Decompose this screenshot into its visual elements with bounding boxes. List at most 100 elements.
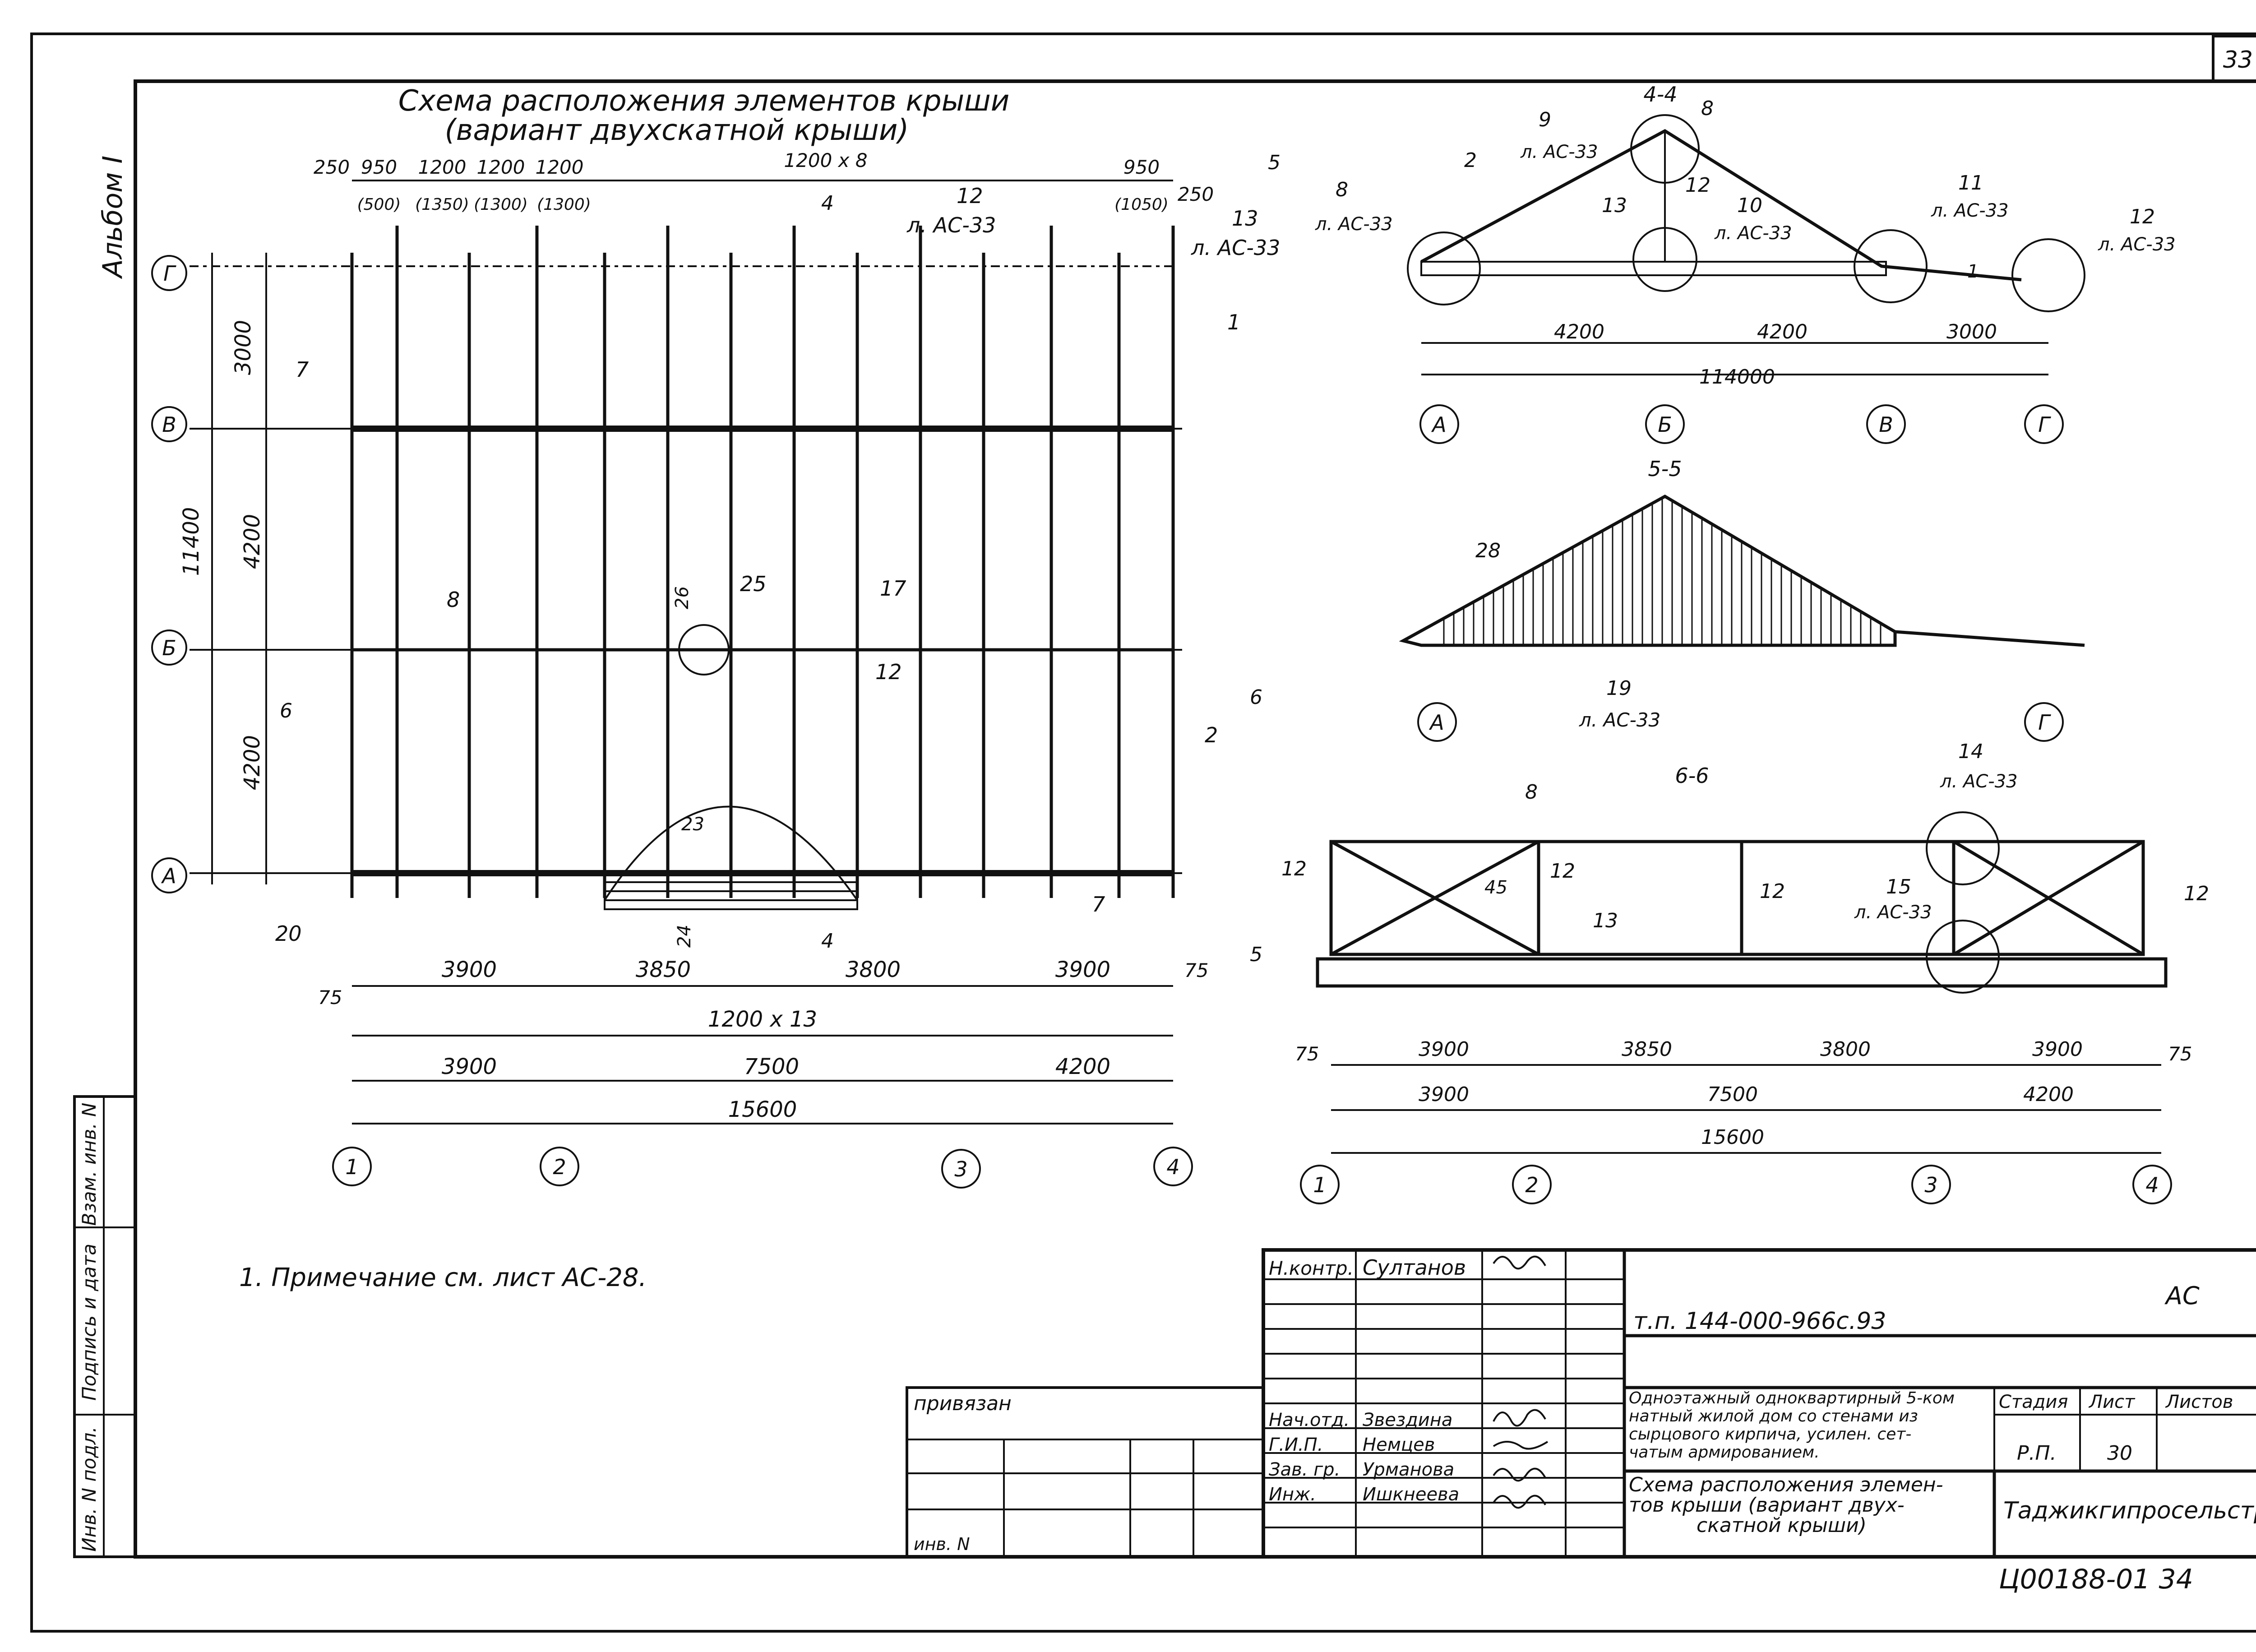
axis-bubble-g: Г <box>151 255 187 291</box>
s55-axis-a: А <box>1417 702 1457 742</box>
svg-text:В: В <box>162 412 176 437</box>
s55-axis-g: Г <box>2024 702 2064 742</box>
section-5-5: 5-5 28 19 л. АС-33 А Г <box>1399 457 2085 742</box>
tb-title-1: Схема расположения элемен- <box>1629 1473 1943 1496</box>
stamp-inv-podl: Инв. N подл. <box>78 1426 100 1552</box>
tb-role-inzh: Инж. <box>1269 1484 1316 1505</box>
dim-bottom-75a: 75 <box>318 986 342 1009</box>
axis-bubble-4: 4 <box>1153 1147 1193 1186</box>
svg-text:3: 3 <box>954 1157 967 1181</box>
tb-role-zavgr: Зав. гр. <box>1269 1459 1340 1480</box>
s66-callout-13: 13 <box>1593 909 1618 932</box>
svg-text:2: 2 <box>1525 1173 1538 1197</box>
s44-dim-total: 114000 <box>1699 366 1775 389</box>
section-4-4: 4-4 4200 4200 3000 114000 А Б В Г 2 8 8 … <box>1315 82 2176 444</box>
svg-text:1: 1 <box>1313 1173 1326 1197</box>
section-mark-6-right: 6 <box>1250 686 1262 709</box>
tb-name-nemtsev: Немцев <box>1363 1435 1435 1455</box>
truss-frame <box>1329 840 2145 956</box>
tb-org: Таджикгипросельстрой <box>2003 1497 2256 1524</box>
s44-callout-2: 2 <box>1464 149 1477 172</box>
tb-inv: инв. N <box>914 1534 970 1554</box>
s66-ref-14: л. АС-33 <box>1940 771 2018 792</box>
s66-callout-12c: 12 <box>1760 880 1785 903</box>
tb-title-2: тов крыши (вариант двух- <box>1629 1494 1905 1517</box>
svg-text:Б: Б <box>1658 412 1672 437</box>
dim-bottom-15600: 15600 <box>728 1097 797 1122</box>
dim-sub-1050: (1050) <box>1114 195 1169 214</box>
signature-4 <box>1493 1467 1546 1482</box>
svg-text:А: А <box>1428 710 1444 735</box>
svg-text:А: А <box>161 864 176 888</box>
dim-bottom-1200x13: 1200 х 13 <box>708 1007 817 1032</box>
signature-5 <box>1493 1495 1546 1509</box>
callout-2: 2 <box>1205 723 1218 747</box>
tb-mark: АС <box>2164 1282 2200 1310</box>
dim-bottom-3850: 3850 <box>636 957 691 982</box>
roof-plan: Схема расположения элементов крыши (вари… <box>151 84 1281 1189</box>
svg-text:А: А <box>1431 412 1446 437</box>
svg-text:Г: Г <box>163 261 176 286</box>
roof-slope-4-4 <box>1420 129 2022 282</box>
s66-callout-14: 14 <box>1958 740 1983 763</box>
s44-ref-9: л. АС-33 <box>1520 142 1598 162</box>
dim-bottom-75b: 75 <box>1184 959 1208 981</box>
tb-role-nachotd: Нач.отд. <box>1269 1410 1350 1430</box>
signature-3 <box>1493 1441 1549 1450</box>
dim-top-1200x8: 1200 х 8 <box>784 149 867 171</box>
s44-ref-10: л. АС-33 <box>1714 223 1792 244</box>
svg-text:Б: Б <box>162 636 176 660</box>
tb-stage: Р.П. <box>2017 1442 2057 1465</box>
tb-desc-1: Одноэтажный одноквартирный 5-ком <box>1629 1389 1955 1407</box>
tb-header-sheet: Лист <box>2088 1392 2136 1412</box>
dim-top-1200c: 1200 <box>536 156 584 178</box>
tb-title-3: скатной крыши) <box>1697 1514 1867 1537</box>
s44-callout-12a: 12 <box>1685 174 1710 197</box>
s44-callout-12b: 12 <box>2130 205 2155 228</box>
tb-name-ishkneeva: Ишкнеева <box>1363 1484 1459 1505</box>
s66-dim-3850: 3850 <box>1622 1038 1672 1061</box>
callout-13: 13 <box>1232 206 1258 231</box>
sheet-number-box <box>2212 35 2256 83</box>
dim-sub-500: (500) <box>357 195 401 214</box>
callout-24: 24 <box>674 925 695 948</box>
s66-callout-15: 15 <box>1886 875 1911 898</box>
callout-26: 26 <box>672 586 693 609</box>
plan-title-line1: Схема расположения элементов крыши <box>398 84 1010 118</box>
s66-axis-2: 2 <box>1512 1165 1552 1204</box>
svg-text:3: 3 <box>1924 1173 1937 1197</box>
s44-callout-9: 9 <box>1539 108 1551 131</box>
dormer-arc <box>604 805 858 901</box>
tb-name-sultanov: Султанов <box>1363 1255 1466 1280</box>
dim-left-3000: 3000 <box>231 320 256 375</box>
s66-dim-4200: 4200 <box>2023 1083 2074 1106</box>
vent-circle <box>678 624 730 676</box>
section-mark-6-left: 6 <box>280 699 292 722</box>
tb-role-gip: Г.И.П. <box>1269 1435 1323 1455</box>
dim-bottom-7500: 7500 <box>744 1054 799 1079</box>
tb-code: т.п. 144-000-966с.93 <box>1633 1308 1886 1335</box>
s66-dim-75b: 75 <box>2168 1043 2192 1065</box>
s55-callout-19: 19 <box>1606 677 1632 700</box>
section-mark-4-top: 4 <box>821 192 834 215</box>
dim-sub-1300a: (1300) <box>474 195 528 214</box>
s44-dim-4200b: 4200 <box>1757 320 1808 343</box>
s66-dim-7500: 7500 <box>1707 1083 1758 1106</box>
dim-sub-1350: (1350) <box>415 195 469 214</box>
stamp-vzam: Взам. инв. N <box>78 1103 100 1226</box>
svg-text:Г: Г <box>2038 412 2051 437</box>
svg-text:1: 1 <box>345 1155 358 1179</box>
tb-name-zvezdina: Звездина <box>1363 1410 1452 1430</box>
section-mark-5-bottom: 5 <box>1250 943 1262 966</box>
s44-callout-10: 10 <box>1737 194 1762 217</box>
dim-left-4200a: 4200 <box>240 514 265 569</box>
callout-12b: 12 <box>875 660 902 684</box>
dim-top-950b: 950 <box>1123 156 1160 178</box>
section-4-4-title: 4-4 <box>1643 82 1677 106</box>
s44-ref-8: л. АС-33 <box>1315 214 1393 235</box>
tb-header-sheets: Листов <box>2165 1392 2233 1412</box>
signature-2 <box>1493 1409 1546 1427</box>
sheet-number: 33 <box>2223 46 2253 74</box>
tb-desc-2: натный жилой дом со стенами из <box>1629 1407 1918 1425</box>
